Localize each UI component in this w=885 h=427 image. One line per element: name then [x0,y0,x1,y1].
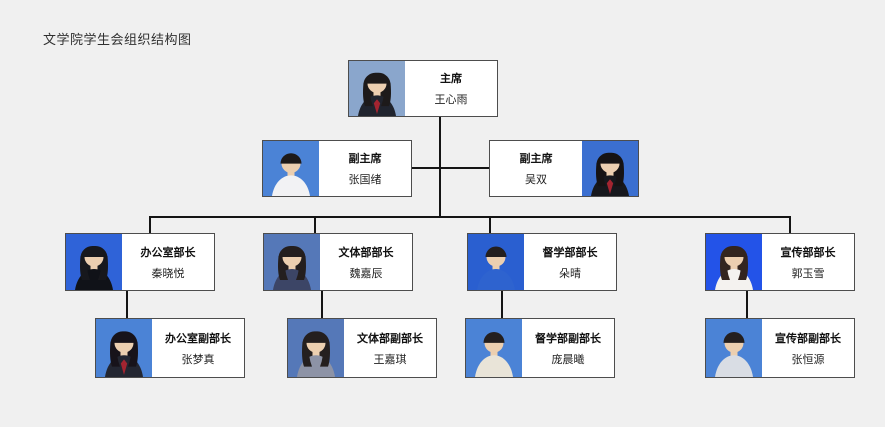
portrait-photo [582,141,638,196]
node-text: 主席 王心雨 [405,61,497,116]
role-label: 督学部副部长 [535,332,601,345]
role-label: 督学部部长 [542,246,598,259]
org-node-publicity-deputy[interactable]: 宣传部副部长 张恒源 [705,318,855,378]
role-label: 文体部部长 [338,246,394,259]
chart-title: 文学院学生会组织结构图 [43,32,192,47]
org-node-supervision-head[interactable]: 督学部部长 朵晴 [467,233,617,291]
connector-drop-deputy4 [746,291,748,318]
portrait-photo [263,141,319,196]
person-name: 朵晴 [559,267,581,280]
portrait-photo [264,234,320,290]
org-node-sports-deputy[interactable]: 文体部副部长 王嘉琪 [287,318,437,378]
connector-drop-dept4 [789,216,791,233]
portrait-photo [288,319,344,377]
connector-drop-dept2 [314,216,316,233]
person-name: 吴双 [525,174,547,186]
portrait-photo [66,234,122,290]
portrait-photo [466,319,522,377]
node-text: 文体部副部长 王嘉琪 [344,319,436,377]
node-text: 督学部副部长 庞晨曦 [522,319,614,377]
role-label: 办公室部长 [140,246,196,259]
person-name: 郭玉雪 [791,267,825,280]
org-node-vice1[interactable]: 副主席 张国绪 [262,140,412,197]
portrait-photo [706,234,762,290]
connector-drop-deputy2 [321,291,323,318]
org-node-supervision-deputy[interactable]: 督学部副部长 庞晨曦 [465,318,615,378]
connector-drop-deputy3 [501,291,503,318]
portrait-photo [468,234,524,290]
person-name: 庞晨曦 [551,353,585,366]
person-name: 张恒源 [791,353,825,366]
role-label: 宣传部副部长 [775,332,841,345]
node-text: 文体部部长 魏嘉辰 [320,234,412,290]
connector-drop-deputy1 [126,291,128,318]
node-text: 副主席 吴双 [490,141,582,196]
portrait-photo [96,319,152,377]
connector-drop-dept1 [149,216,151,233]
connector-spine [149,216,791,218]
org-node-publicity-head[interactable]: 宣传部部长 郭玉雪 [705,233,855,291]
role-label: 副主席 [519,153,553,165]
node-text: 督学部部长 朵晴 [524,234,616,290]
portrait-photo [349,61,405,116]
person-name: 魏嘉辰 [349,267,383,280]
portrait-photo [706,319,762,377]
node-text: 办公室副部长 张梦真 [152,319,244,377]
node-text: 宣传部部长 郭玉雪 [762,234,854,290]
person-name: 王心雨 [434,94,468,106]
role-label: 办公室副部长 [165,332,231,345]
org-node-chairman[interactable]: 主席 王心雨 [348,60,498,117]
org-node-office-deputy[interactable]: 办公室副部长 张梦真 [95,318,245,378]
connector-drop-dept3 [489,216,491,233]
node-text: 副主席 张国绪 [319,141,411,196]
org-node-office-head[interactable]: 办公室部长 秦晓悦 [65,233,215,291]
node-text: 办公室部长 秦晓悦 [122,234,214,290]
org-node-sports-head[interactable]: 文体部部长 魏嘉辰 [263,233,413,291]
connector-vices [412,167,489,169]
person-name: 张国绪 [348,174,382,186]
org-node-vice2[interactable]: 副主席 吴双 [489,140,639,197]
node-text: 宣传部副部长 张恒源 [762,319,854,377]
role-label: 文体部副部长 [357,332,423,345]
role-label: 主席 [440,73,462,85]
person-name: 王嘉琪 [373,353,407,366]
person-name: 张梦真 [181,353,215,366]
role-label: 宣传部部长 [780,246,836,259]
role-label: 副主席 [348,153,382,165]
person-name: 秦晓悦 [151,267,185,280]
